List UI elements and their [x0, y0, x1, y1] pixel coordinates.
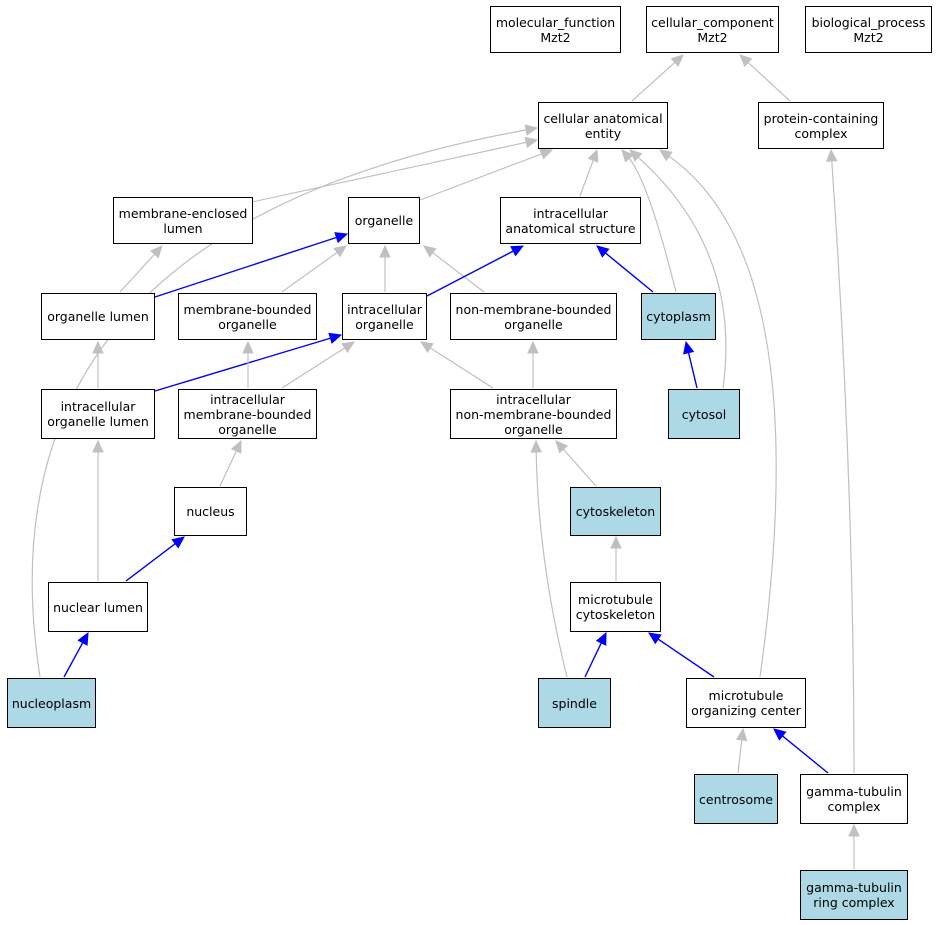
- edge-microtubule-organizing-center-to-microtubule-cytoskeleton: [656, 638, 715, 678]
- edge-cytosol-to-cellular-anatomical-entity-arrowhead: [629, 149, 643, 162]
- node-gamma-tubulin-ring-complex[interactable]: gamma-tubulin ring complex: [800, 870, 908, 920]
- node-organelle-lumen[interactable]: organelle lumen: [41, 293, 155, 340]
- edge-nucleus-to-intracellular-membrane-bounded-organelle: [219, 449, 238, 487]
- edge-intracellular-non-membrane-bounded-organelle-to-non-membrane-bounded-organelle-arrowhead: [527, 340, 539, 354]
- node-intracellular-organelle-lumen[interactable]: intracellular organelle lumen: [41, 389, 155, 439]
- node-intracellular-non-membrane-bounded-organelle[interactable]: intracellular non-membrane-bounded organ…: [450, 389, 617, 439]
- edge-cytosol-to-cytoplasm: [687, 351, 698, 389]
- node-membrane-enclosed-lumen[interactable]: membrane-enclosed lumen: [113, 197, 253, 244]
- edge-gamma-tubulin-complex-to-microtubule-organizing-center: [781, 734, 829, 774]
- node-membrane-bounded-organelle[interactable]: membrane-bounded organelle: [178, 293, 317, 340]
- edge-microtubule-organizing-center-to-microtubule-cytoskeleton-arrowhead: [647, 632, 662, 645]
- edge-intracellular-non-membrane-bounded-organelle-to-intracellular-organelle-arrowhead: [419, 341, 434, 354]
- node-intracellular-organelle[interactable]: intracellular organelle: [342, 293, 427, 340]
- edge-membrane-bounded-organelle-to-organelle: [281, 251, 339, 293]
- edge-intracellular-membrane-bounded-organelle-to-intracellular-organelle: [281, 346, 346, 389]
- edge-spindle-to-intracellular-non-membrane-bounded-organelle-arrowhead: [530, 439, 542, 453]
- edge-spindle-to-microtubule-cytoskeleton-arrowhead: [595, 631, 607, 646]
- edge-microtubule-cytoskeleton-to-cytoskeleton-arrowhead: [610, 535, 622, 549]
- node-microtubule-cytoskeleton[interactable]: microtubule cytoskeleton: [570, 582, 661, 632]
- edge-nucleoplasm-to-cellular-anatomical-entity-arrowhead: [524, 124, 539, 136]
- node-cytoplasm[interactable]: cytoplasm: [641, 293, 716, 340]
- node-cellular-component[interactable]: cellular_component Mzt2: [646, 6, 779, 53]
- edge-intracellular-organelle-to-intracellular-anatomical-structure-arrowhead: [510, 245, 525, 257]
- edge-gamma-tubulin-complex-to-protein-containing-complex-arrowhead: [826, 148, 838, 162]
- edge-microtubule-organizing-center-to-cellular-anatomical-entity-arrowhead: [659, 149, 673, 162]
- edge-intracellular-organelle-lumen-to-organelle-lumen-arrowhead: [92, 340, 104, 354]
- edge-nucleoplasm-to-nuclear-lumen: [63, 641, 84, 678]
- edge-organelle-to-cellular-anatomical-entity: [419, 152, 543, 201]
- edge-spindle-to-microtubule-cytoskeleton: [584, 641, 603, 678]
- edge-gamma-tubulin-ring-complex-to-gamma-tubulin-complex-arrowhead: [848, 823, 860, 837]
- edge-cytosol-to-cellular-anatomical-entity: [637, 156, 727, 389]
- edge-nucleus-to-intracellular-membrane-bounded-organelle-arrowhead: [230, 439, 242, 454]
- edge-centrosome-to-microtubule-organizing-center: [737, 738, 743, 774]
- edge-gamma-tubulin-complex-to-microtubule-organizing-center-arrowhead: [773, 728, 787, 741]
- edge-nuclear-lumen-to-intracellular-organelle-lumen-arrowhead: [92, 439, 104, 453]
- edge-cytoskeleton-to-intracellular-non-membrane-bounded-organelle-arrowhead: [555, 440, 568, 454]
- edge-cytoplasm-to-intracellular-anatomical-structure-arrowhead: [596, 245, 610, 258]
- node-protein-containing-complex[interactable]: protein-containing complex: [758, 102, 884, 149]
- edge-intracellular-membrane-bounded-organelle-to-intracellular-organelle-arrowhead: [341, 341, 356, 354]
- node-spindle[interactable]: spindle: [538, 678, 611, 728]
- edge-gamma-tubulin-complex-to-protein-containing-complex: [831, 159, 855, 774]
- node-cytoskeleton[interactable]: cytoskeleton: [570, 487, 661, 536]
- node-nuclear-lumen[interactable]: nuclear lumen: [48, 582, 148, 632]
- node-cytosol[interactable]: cytosol: [668, 389, 740, 439]
- node-cellular-anatomical-entity[interactable]: cellular anatomical entity: [538, 102, 668, 149]
- edge-intracellular-organelle-to-organelle-arrowhead: [379, 244, 391, 258]
- edge-cytoplasm-to-cellular-anatomical-entity: [628, 157, 677, 293]
- edge-nucleoplasm-to-nuclear-lumen-arrowhead: [77, 631, 89, 646]
- edge-protein-containing-complex-to-cellular-component-arrowhead: [739, 54, 753, 68]
- edge-intracellular-non-membrane-bounded-organelle-to-intracellular-organelle: [429, 346, 494, 389]
- edge-cytoplasm-to-cellular-anatomical-entity-arrowhead: [621, 149, 634, 163]
- node-microtubule-organizing-center[interactable]: microtubule organizing center: [686, 678, 806, 728]
- edge-organelle-lumen-to-organelle: [154, 236, 338, 298]
- node-gamma-tubulin-complex[interactable]: gamma-tubulin complex: [800, 774, 908, 824]
- edge-spindle-to-intracellular-non-membrane-bounded-organelle: [535, 450, 568, 678]
- edge-intracellular-membrane-bounded-organelle-to-membrane-bounded-organelle-arrowhead: [242, 340, 254, 354]
- edge-intracellular-anatomical-structure-to-cellular-anatomical-entity: [579, 159, 595, 197]
- edge-intracellular-organelle-to-intracellular-anatomical-structure: [426, 249, 515, 297]
- edge-cytosol-to-cytoplasm-arrowhead: [683, 340, 695, 355]
- edge-intracellular-organelle-lumen-to-intracellular-organelle: [154, 337, 332, 392]
- edge-non-membrane-bounded-organelle-to-organelle-arrowhead: [423, 245, 437, 258]
- edge-intracellular-anatomical-structure-to-cellular-anatomical-entity-arrowhead: [587, 148, 599, 163]
- node-nucleus[interactable]: nucleus: [174, 487, 247, 536]
- node-centrosome[interactable]: centrosome: [694, 774, 778, 824]
- node-biological-process[interactable]: biological_process Mzt2: [805, 6, 932, 53]
- edge-cellular-anatomical-entity-to-cellular-component-arrowhead: [670, 54, 684, 67]
- edge-protein-containing-complex-to-cellular-component: [746, 61, 791, 102]
- edge-organelle-lumen-to-membrane-enclosed-lumen: [119, 252, 156, 293]
- node-non-membrane-bounded-organelle[interactable]: non-membrane-bounded organelle: [450, 293, 617, 340]
- edge-membrane-bounded-organelle-to-organelle-arrowhead: [333, 245, 347, 258]
- node-molecular-function[interactable]: molecular_function Mzt2: [490, 6, 621, 53]
- edge-nuclear-lumen-to-nucleus-arrowhead: [171, 536, 185, 549]
- edge-organelle-lumen-to-membrane-enclosed-lumen-arrowhead: [149, 245, 163, 259]
- edge-membrane-enclosed-lumen-to-cellular-anatomical-entity: [251, 141, 528, 203]
- edge-centrosome-to-microtubule-organizing-center-arrowhead: [735, 727, 748, 742]
- edge-intracellular-organelle-lumen-to-intracellular-organelle-arrowhead: [328, 332, 343, 344]
- edge-cytoplasm-to-intracellular-anatomical-structure: [604, 251, 654, 293]
- node-organelle[interactable]: organelle: [348, 197, 420, 244]
- edge-membrane-enclosed-lumen-to-cellular-anatomical-entity-arrowhead: [524, 136, 539, 149]
- edge-microtubule-organizing-center-to-cellular-anatomical-entity: [667, 155, 777, 678]
- edge-non-membrane-bounded-organelle-to-organelle: [431, 251, 485, 293]
- edge-organelle-lumen-to-organelle-arrowhead: [334, 232, 349, 244]
- node-nucleoplasm[interactable]: nucleoplasm: [7, 678, 96, 728]
- node-intracellular-anatomical-structure[interactable]: intracellular anatomical structure: [500, 197, 641, 244]
- edge-cytoskeleton-to-intracellular-non-membrane-bounded-organelle: [562, 448, 597, 487]
- edge-organelle-to-cellular-anatomical-entity-arrowhead: [539, 148, 554, 160]
- node-intracellular-membrane-bounded-organelle[interactable]: intracellular membrane-bounded organelle: [178, 389, 317, 439]
- edge-nuclear-lumen-to-nucleus: [125, 542, 177, 582]
- edge-cellular-anatomical-entity-to-cellular-component: [631, 61, 676, 102]
